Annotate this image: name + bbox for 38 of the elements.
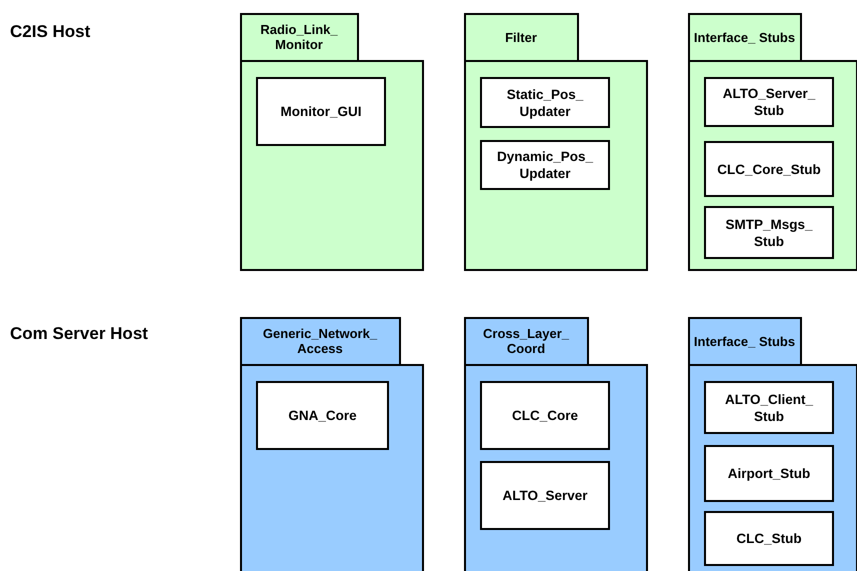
- component-name: CLC_Stub: [735, 530, 803, 547]
- package-folder: [240, 317, 424, 571]
- package-name: Interface_ Stubs: [692, 332, 796, 350]
- package-folder: [688, 13, 857, 271]
- package-name: Cross_Layer_ Coord: [482, 326, 570, 356]
- package-name: Radio_Link_ Monitor: [259, 22, 339, 52]
- package-folder: [464, 13, 648, 271]
- component-box: [704, 206, 834, 259]
- component-name: CLC_Core_Stub: [716, 160, 822, 178]
- component-box: [480, 140, 610, 190]
- host-label: Com Server Host: [10, 324, 148, 344]
- package-folder: [240, 13, 424, 271]
- component-name: ALTO_Server_ Stub: [722, 85, 816, 119]
- package-name: Generic_Network_ Access: [262, 326, 378, 356]
- component-box: [480, 77, 610, 128]
- component-box: [704, 445, 834, 502]
- component-name: Monitor_GUI: [280, 103, 362, 120]
- component-name: Airport_Stub: [726, 465, 812, 482]
- component-name: ALTO_Server: [501, 487, 589, 504]
- component-box: [480, 381, 610, 450]
- component-box: [704, 511, 834, 566]
- package-folder: [688, 317, 857, 571]
- component-name: CLC_Core: [510, 407, 579, 424]
- component-name: ALTO_Client_ Stub: [724, 390, 814, 424]
- component-name: SMTP_Msgs_ Stub: [724, 216, 814, 250]
- component-name: GNA_Core: [287, 407, 358, 424]
- component-box: [256, 381, 389, 450]
- component-name: Dynamic_Pos_ Updater: [496, 148, 594, 182]
- component-box: [480, 461, 610, 530]
- component-box: [256, 77, 386, 146]
- package-name: Interface_ Stubs: [692, 28, 796, 46]
- component-name: Static_Pos_ Updater: [506, 86, 584, 120]
- host-label: C2IS Host: [10, 22, 90, 42]
- component-box: [704, 77, 834, 127]
- package-name: Filter: [504, 28, 538, 46]
- component-box: [704, 381, 834, 434]
- component-box: [704, 141, 834, 197]
- package-folder: [464, 317, 648, 571]
